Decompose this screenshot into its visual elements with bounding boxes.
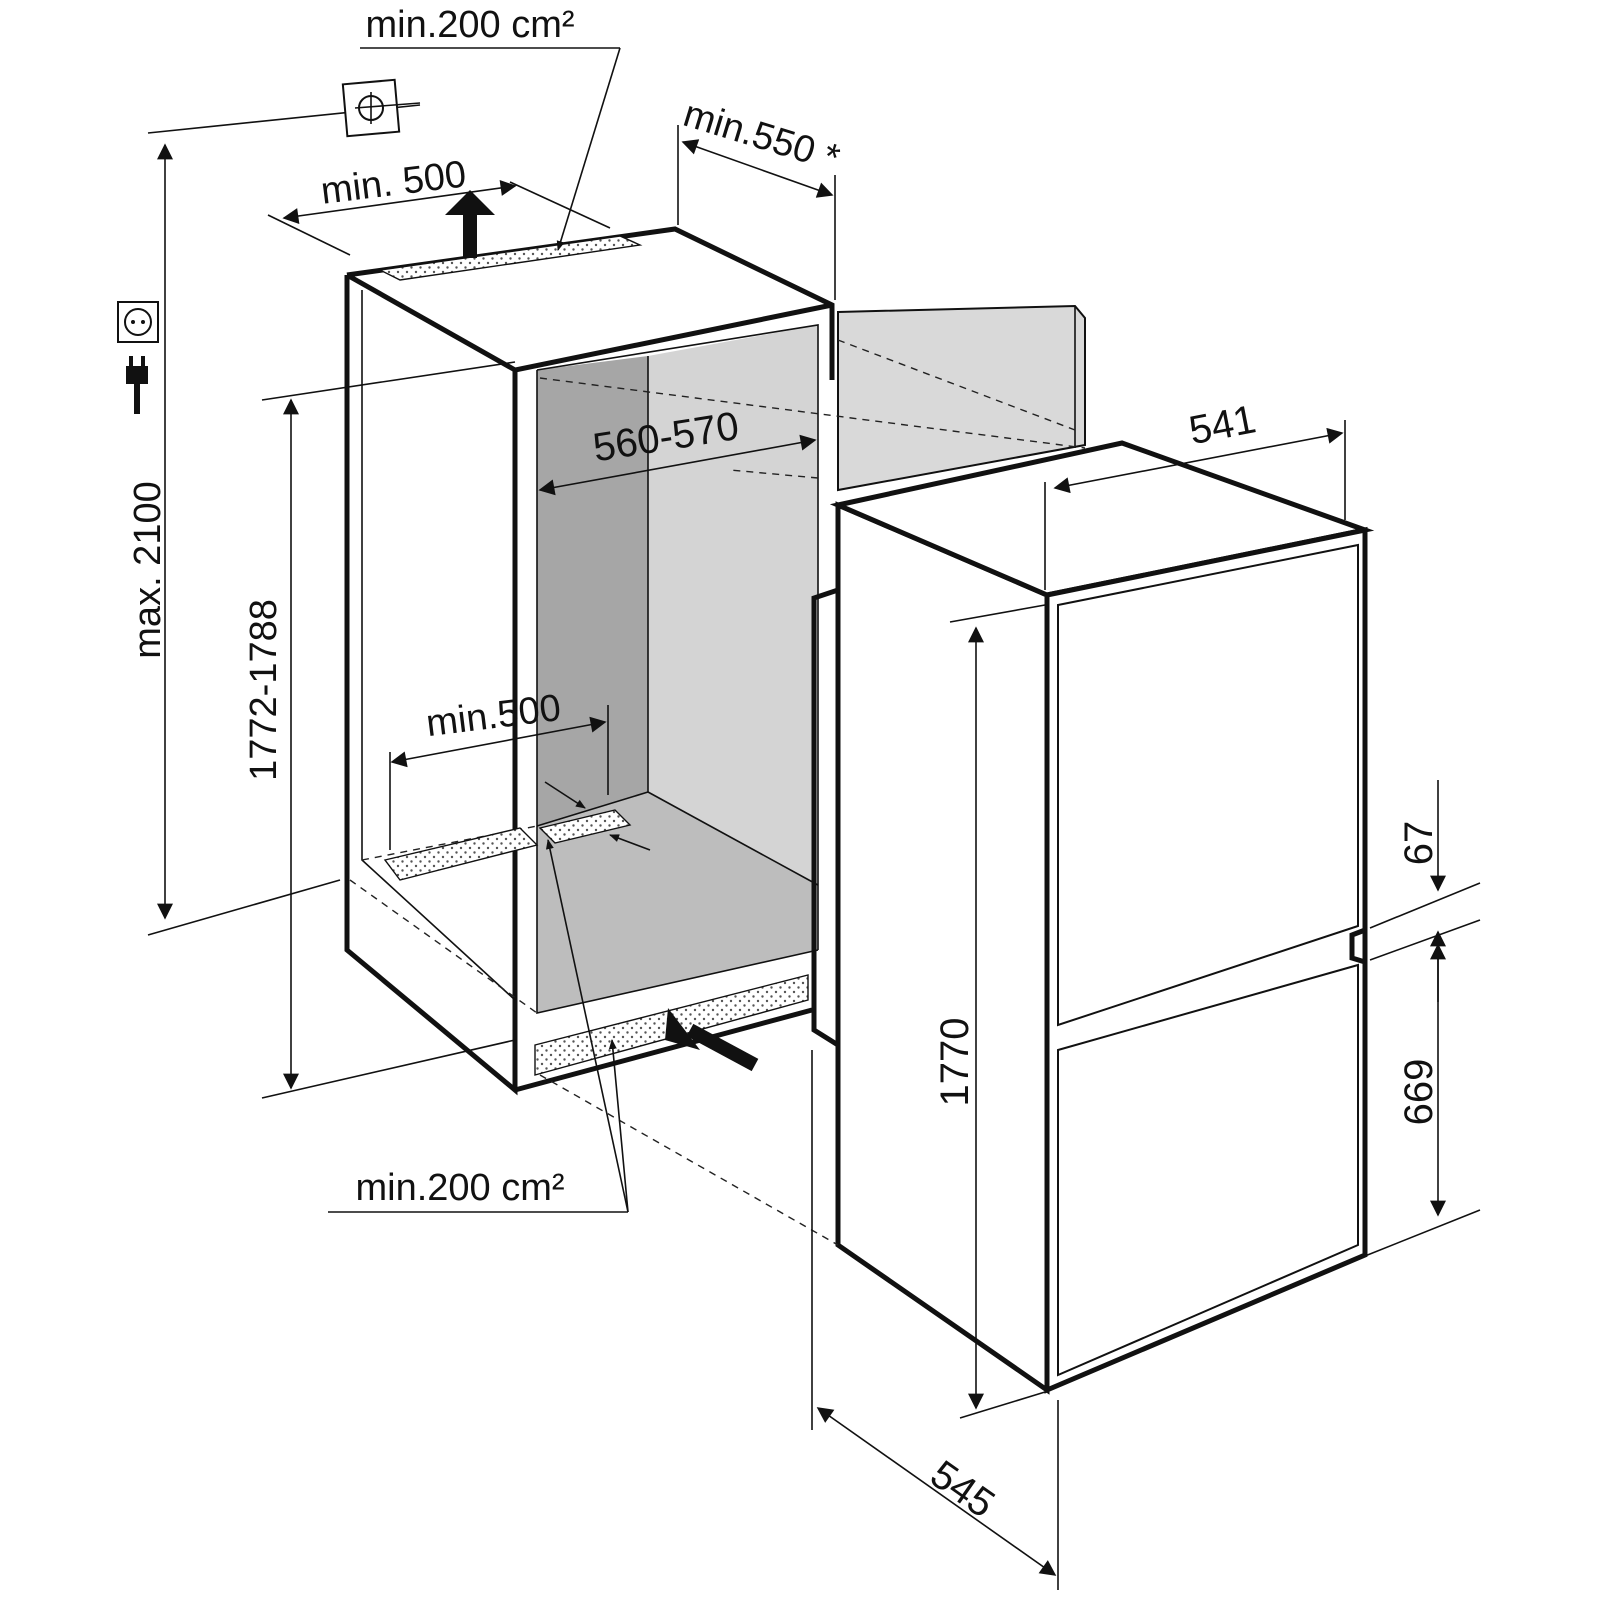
upper-door (1057, 543, 1359, 1027)
dim-lower-door-height: 669 (1359, 943, 1481, 1259)
dim-appliance-height: 1770 (933, 604, 1046, 1419)
top-vent-grille (377, 235, 643, 281)
rear-floor-grille (383, 827, 539, 881)
fridge-appliance (811, 440, 1375, 1395)
dim-top-vent-width: min. 500 (267, 153, 611, 256)
dim-label-door-gap: 67 (1397, 821, 1441, 866)
plug-icon (126, 356, 148, 414)
dim-label-top-vent-area: min.200 cm² (365, 4, 574, 46)
dim-label-appliance-depth: 545 (922, 1452, 1002, 1526)
niche (344, 226, 835, 1096)
dim-label-top-vent-width: min. 500 (319, 153, 469, 212)
dim-label-bottom-vent-area: min.200 cm² (355, 1167, 564, 1209)
fridge-side (835, 501, 1050, 1395)
dim-top-vent-area: min.200 cm² (360, 4, 621, 251)
exhaust-vent-icon (341, 78, 421, 138)
dim-bottom-vent-area: min.200 cm² (328, 839, 629, 1213)
grille-depth-arrows (544, 781, 651, 851)
dim-label-niche-height: 1772-1788 (243, 599, 285, 781)
fridge-front (1044, 526, 1368, 1394)
inner-vent-grille (538, 809, 632, 844)
dim-door-gap: 67 (1369, 780, 1481, 1002)
dim-label-lower-door-height: 669 (1397, 1059, 1441, 1126)
dim-niche-height: 1772-1788 (243, 361, 516, 1099)
dim-label-appliance-height: 1770 (933, 1018, 977, 1107)
open-door-panel (837, 304, 1086, 492)
dim-niche-max-height: max. 2100 (127, 104, 421, 936)
dim-label-appliance-width: 541 (1186, 397, 1260, 453)
intake-arrow (686, 1023, 759, 1072)
dim-label-max-height: max. 2100 (127, 481, 169, 658)
lower-door (1057, 963, 1359, 1377)
dim-label-front-clearance: min.550 * (679, 93, 845, 180)
socket-icon (117, 301, 159, 343)
